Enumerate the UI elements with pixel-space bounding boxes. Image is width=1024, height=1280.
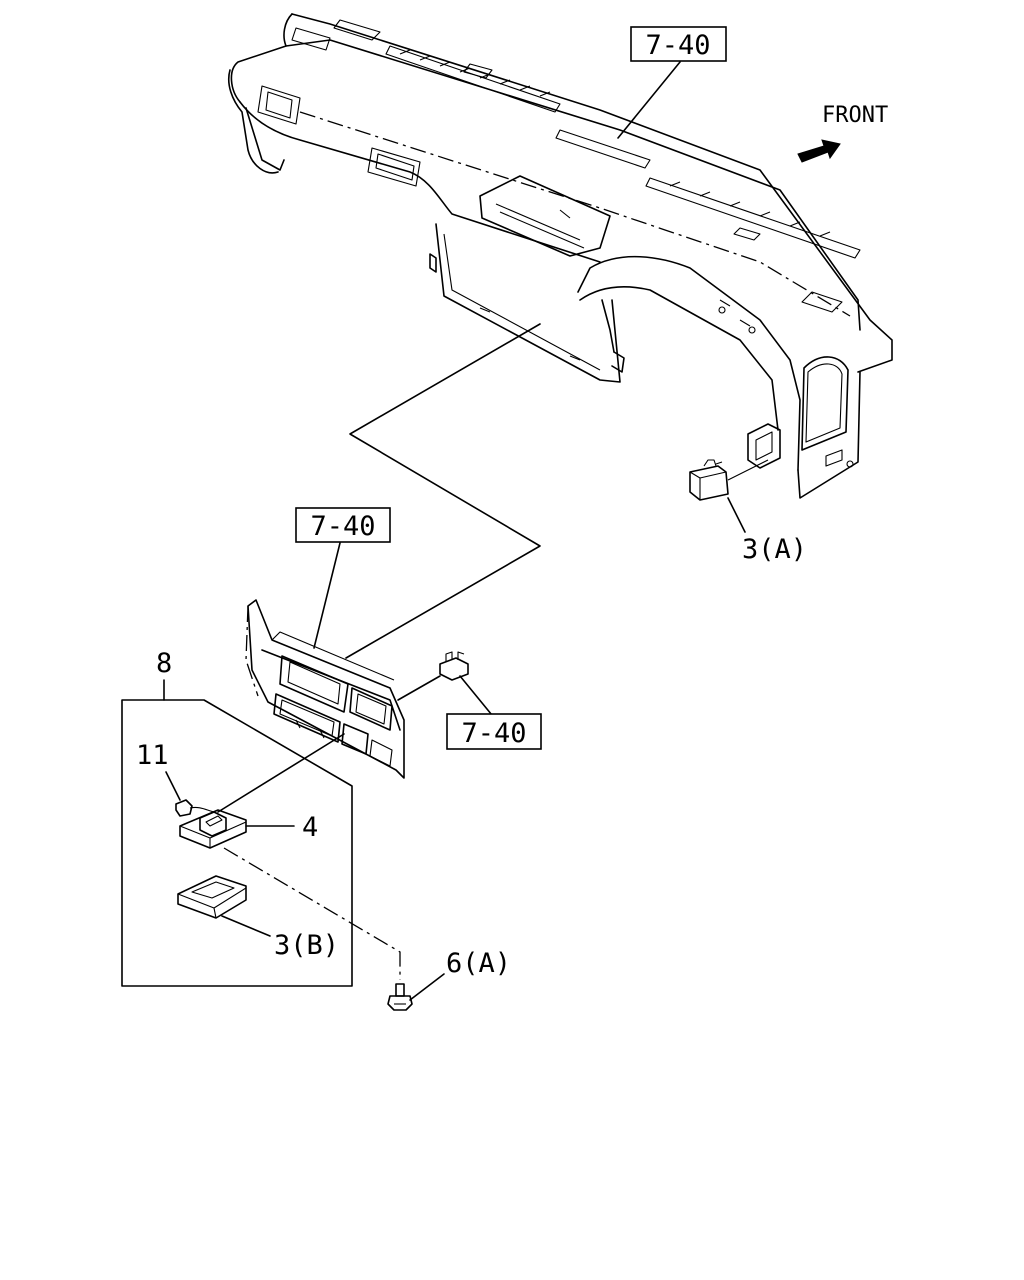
front-direction-indicator: FRONT bbox=[797, 103, 888, 163]
front-label: FRONT bbox=[822, 103, 888, 128]
part-3a-label: 3(A) bbox=[742, 534, 807, 565]
front-arrow-icon bbox=[797, 139, 841, 163]
instrument-panel-dashboard bbox=[227, 13, 893, 499]
part-6a-label: 6(A) bbox=[446, 948, 511, 979]
part-3b: 3(B) bbox=[177, 875, 339, 961]
ref-clip-label: 7-40 bbox=[461, 718, 526, 749]
part-3b-label: 3(B) bbox=[274, 930, 339, 961]
part-6a-screw: 6(A) bbox=[387, 948, 511, 1011]
callout-ref-clip: 7-40 bbox=[439, 651, 542, 750]
part-11: 11 bbox=[136, 740, 215, 817]
part-8-label: 8 bbox=[156, 648, 172, 679]
part-3a: 3(A) bbox=[689, 459, 807, 565]
ref-cluster-label: 7-40 bbox=[310, 511, 375, 542]
callout-ref-cluster: 7-40 bbox=[295, 507, 391, 649]
assembly-leader-line bbox=[345, 323, 541, 659]
center-cluster-bezel bbox=[245, 599, 441, 779]
part-4: 4 bbox=[179, 733, 401, 980]
callout-ref-dash-top: 7-40 bbox=[617, 26, 727, 139]
part-8-group: 8 bbox=[121, 648, 353, 987]
part-4-label: 4 bbox=[302, 812, 318, 843]
ref-dash-top-label: 7-40 bbox=[645, 30, 710, 61]
part-11-label: 11 bbox=[136, 740, 169, 771]
